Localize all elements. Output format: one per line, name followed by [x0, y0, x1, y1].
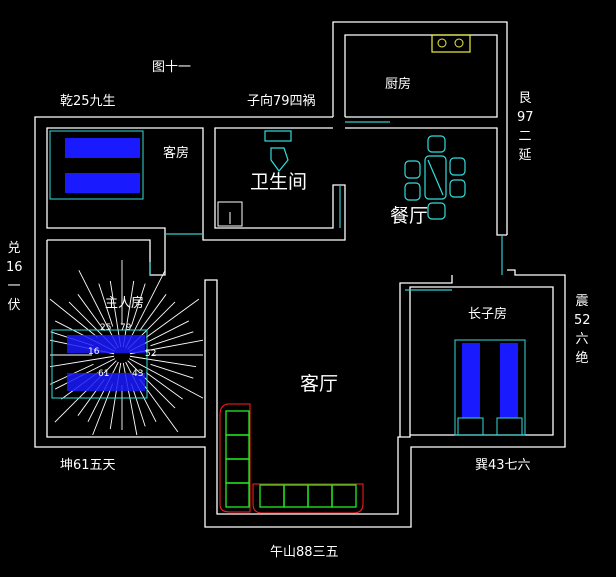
- label-gen: 艮 97 二延: [517, 90, 534, 165]
- zhen-char: 震: [575, 294, 589, 309]
- gen-char: 延: [518, 147, 532, 163]
- room-eldest-son: 长子房: [468, 307, 508, 322]
- compass-ray: [130, 283, 146, 327]
- dining-table-icon: [404, 135, 466, 220]
- room-kitchen: 厨房: [385, 77, 412, 92]
- compass-ray: [49, 298, 99, 338]
- zhen-char: 六: [575, 331, 589, 347]
- compass-ray: [128, 358, 204, 399]
- label-wu: 午山88三五: [270, 545, 339, 560]
- dui-char: 一: [7, 278, 21, 294]
- compass-ray: [54, 360, 117, 423]
- compass-ray: [92, 383, 114, 436]
- gen-char: 二: [518, 128, 532, 144]
- compass-ray: [87, 361, 119, 423]
- zhen-num: 52: [574, 312, 591, 328]
- sofa-icon: [219, 403, 364, 514]
- compass-ray: [129, 355, 197, 368]
- stove-icon: [431, 34, 471, 53]
- compass-num: 25: [100, 323, 112, 333]
- room-master: 主人房: [105, 296, 145, 311]
- label-qian: 乾25九生: [60, 94, 116, 109]
- toilet-icon: [264, 130, 292, 172]
- compass-ray: [125, 270, 166, 349]
- zhen-char: 绝: [575, 350, 589, 366]
- label-dui: 兑 16 一伏: [6, 240, 23, 315]
- doors: [149, 121, 503, 291]
- room-bathroom: 卫生间: [250, 171, 308, 193]
- dui-char: 兑: [7, 241, 21, 256]
- compass-ray: [98, 283, 114, 327]
- compass-num: 52: [145, 349, 157, 359]
- label-kun: 坤61五天: [60, 458, 116, 473]
- room-guest: 客房: [163, 146, 190, 161]
- compass-ray: [139, 294, 167, 331]
- compass-ray: [150, 363, 194, 379]
- label-zhen: 震 52 六绝: [574, 293, 591, 368]
- room-dining: 餐厅: [390, 205, 429, 227]
- compass-ray: [146, 298, 200, 338]
- compass-ray: [139, 379, 179, 433]
- son-bed-icon: [454, 339, 526, 436]
- compass-ray: [78, 270, 119, 349]
- compass-ray: [77, 294, 105, 331]
- sink-icon: [217, 201, 243, 227]
- label-xun: 巽43七六: [475, 458, 531, 473]
- master-bed-icon: [51, 329, 148, 399]
- label-zi: 子向79四祸: [247, 94, 316, 109]
- compass-ray: [127, 360, 176, 409]
- compass-ray: [49, 355, 115, 368]
- compass-ray: [125, 361, 157, 423]
- compass-ray: [146, 372, 183, 400]
- dui-num: 16: [6, 259, 23, 275]
- compass-num: 61: [98, 369, 110, 379]
- gen-num: 97: [517, 109, 534, 125]
- compass-num: 79: [120, 323, 132, 333]
- dui-char: 伏: [7, 297, 21, 313]
- compass-num: 16: [88, 347, 100, 357]
- plan-title: 图十一: [152, 60, 192, 75]
- compass-num: 43: [132, 369, 144, 379]
- compass-ray: [150, 331, 194, 347]
- gen-char: 艮: [518, 91, 532, 106]
- compass-ray: [109, 362, 122, 430]
- room-living: 客厅: [300, 373, 339, 395]
- guest-bed-icon: [49, 130, 144, 200]
